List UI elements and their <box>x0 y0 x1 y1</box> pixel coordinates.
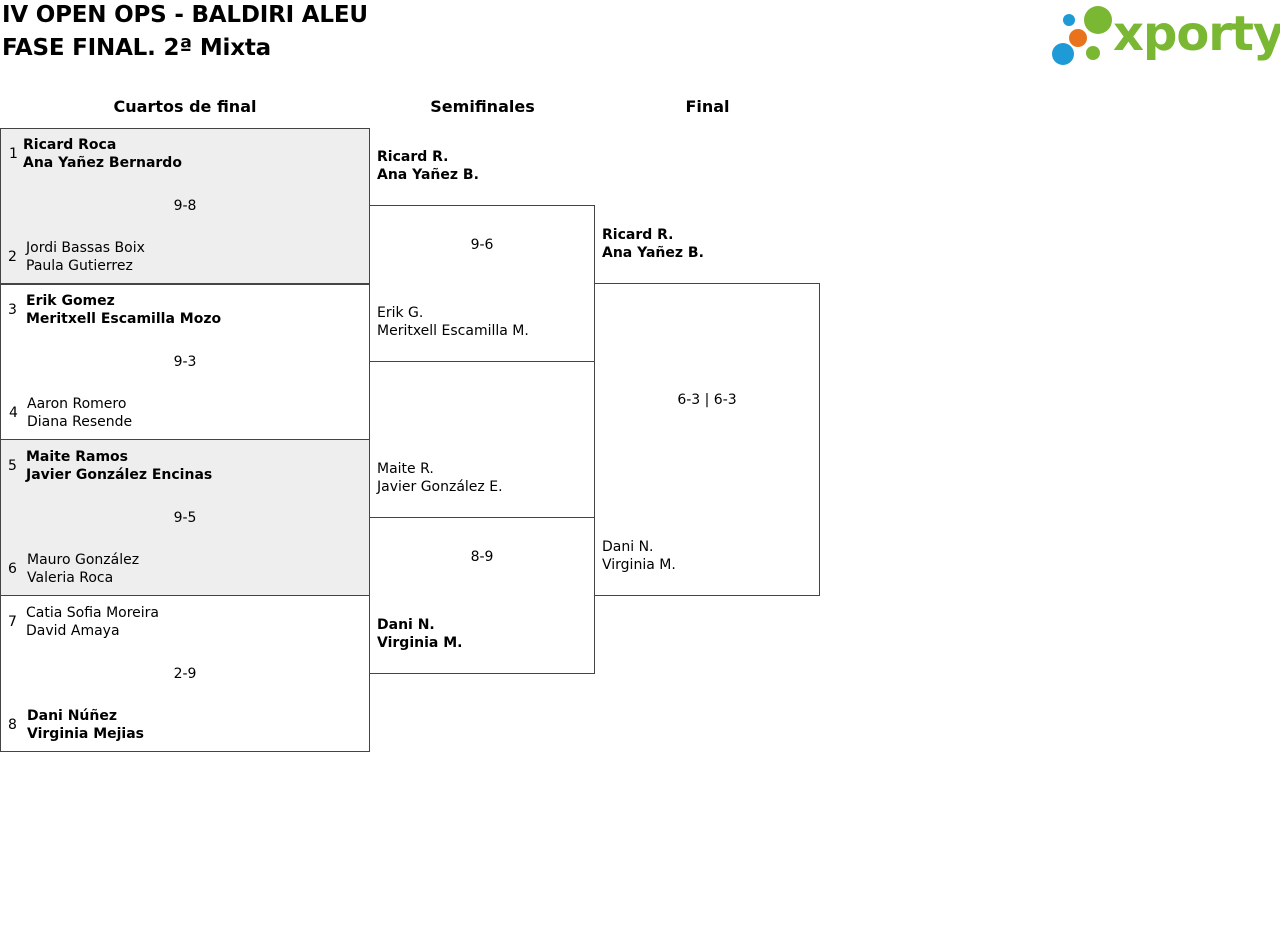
logo-dot-green <box>1084 6 1112 34</box>
match-score: 9-5 <box>173 510 197 526</box>
semifinal-match-1[interactable]: 9-6 Erik G. Meritxell Escamilla M. <box>369 205 595 362</box>
player-name: Meritxell Escamilla Mozo <box>26 311 222 327</box>
logo-dot-orange <box>1069 29 1087 47</box>
player-name: Dani Núñez <box>27 708 118 724</box>
tournament-subtitle: FASE FINAL. 2ª Mixta <box>2 35 271 61</box>
player-name: Maite R. <box>377 461 434 477</box>
player-name: Ana Yañez Bernardo <box>23 155 182 171</box>
seed-number: 3 <box>8 302 17 318</box>
seed-number: 4 <box>9 405 18 421</box>
round-heading-semifinals: Semifinales <box>430 97 535 116</box>
final-match[interactable]: 6-3 | 6-3 Dani N. Virginia M. <box>594 283 820 596</box>
player-name: Ana Yañez B. <box>377 167 479 183</box>
player-name: Meritxell Escamilla M. <box>377 323 529 339</box>
quarterfinal-match-2[interactable]: 3 Erik Gomez Meritxell Escamilla Mozo 9-… <box>0 283 370 440</box>
player-name: David Amaya <box>26 623 120 639</box>
round-heading-final: Final <box>685 97 730 116</box>
player-name: Erik Gomez <box>26 293 115 309</box>
player-name: Catia Sofia Moreira <box>26 605 159 621</box>
logo-dot-blue <box>1052 43 1074 65</box>
player-name: Maite Ramos <box>26 449 129 465</box>
seed-number: 2 <box>8 249 17 265</box>
match-score: 8-9 <box>470 549 494 565</box>
round-heading-quarterfinals: Cuartos de final <box>113 97 257 116</box>
tournament-title: IV OPEN OPS - BALDIRI ALEU <box>2 2 368 28</box>
player-name: Diana Resende <box>27 414 133 430</box>
player-name: Dani N. <box>602 539 654 555</box>
player-name: Ricard Roca <box>23 137 117 153</box>
quarterfinal-match-3[interactable]: 5 Maite Ramos Javier González Encinas 9-… <box>0 439 370 596</box>
player-name: Virginia M. <box>377 635 463 651</box>
semifinal-match-2[interactable]: 8-9 Dani N. Virginia M. <box>369 517 595 674</box>
match-score: 6-3 | 6-3 <box>677 392 737 408</box>
match-score: 9-3 <box>173 354 197 370</box>
player-name: Virginia Mejias <box>27 726 145 742</box>
player-name: Mauro González <box>27 552 140 568</box>
logo-dot-blue-small <box>1063 14 1075 26</box>
player-name: Ricard R. <box>377 149 449 165</box>
player-name: Valeria Roca <box>27 570 114 586</box>
player-name: Erik G. <box>377 305 424 321</box>
player-name: Aaron Romero <box>27 396 127 412</box>
seed-number: 5 <box>8 458 17 474</box>
seed-number: 7 <box>8 614 17 630</box>
player-name: Javier González Encinas <box>26 467 213 483</box>
quarterfinal-match-1[interactable]: 1 Ricard Roca Ana Yañez Bernardo 9-8 2 J… <box>0 128 370 285</box>
seed-number: 6 <box>8 561 17 577</box>
xporty-logo[interactable]: xporty <box>1050 4 1280 68</box>
player-name: Dani N. <box>377 617 435 633</box>
logo-wordmark: xporty <box>1113 6 1280 62</box>
seed-number: 8 <box>8 717 17 733</box>
quarterfinal-match-4[interactable]: 7 Catia Sofia Moreira David Amaya 2-9 8 … <box>0 595 370 752</box>
match-score: 2-9 <box>173 666 197 682</box>
seed-number: 1 <box>9 146 18 162</box>
match-score: 9-8 <box>173 198 197 214</box>
player-name: Javier González E. <box>377 479 503 495</box>
player-name: Virginia M. <box>602 557 676 573</box>
player-name: Ricard R. <box>602 227 674 243</box>
match-score: 9-6 <box>470 237 494 253</box>
logo-dot-green-small <box>1086 46 1100 60</box>
player-name: Paula Gutierrez <box>26 258 133 274</box>
player-name: Ana Yañez B. <box>602 245 704 261</box>
player-name: Jordi Bassas Boix <box>26 240 145 256</box>
